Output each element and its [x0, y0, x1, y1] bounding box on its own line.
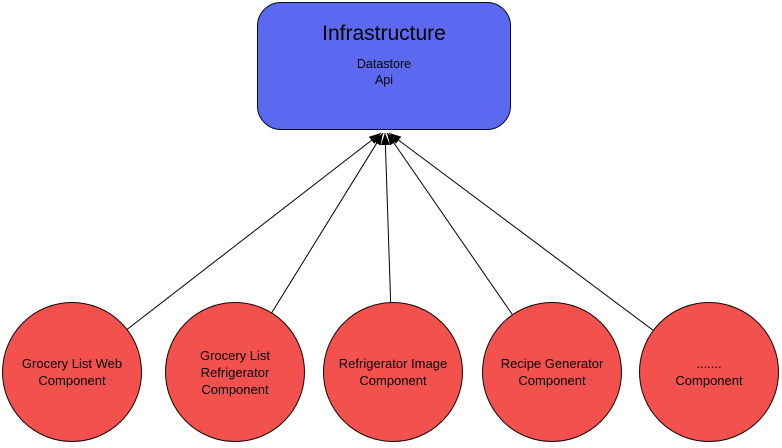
- component-label: Recipe Generator Component: [500, 356, 604, 388]
- component-label: Grocery List Web Component: [21, 356, 123, 388]
- infrastructure-sublabel: Datastore Api: [356, 57, 412, 87]
- component-node-grocery-list-refrigerator[interactable]: Grocery List Refrigerator Component: [165, 302, 305, 442]
- component-node-grocery-list-web[interactable]: Grocery List Web Component: [2, 302, 142, 442]
- infrastructure-node[interactable]: Infrastructure Datastore Api: [257, 2, 511, 130]
- component-label: Refrigerator Image Component: [338, 356, 448, 388]
- component-label: ....... Component: [675, 356, 743, 388]
- component-node-refrigerator-image[interactable]: Refrigerator Image Component: [323, 302, 463, 442]
- infrastructure-title: Infrastructure: [322, 22, 446, 45]
- component-node-recipe-generator[interactable]: Recipe Generator Component: [482, 302, 622, 442]
- component-node-ellipsis[interactable]: ....... Component: [639, 302, 779, 442]
- component-label: Grocery List Refrigerator Component: [199, 347, 271, 397]
